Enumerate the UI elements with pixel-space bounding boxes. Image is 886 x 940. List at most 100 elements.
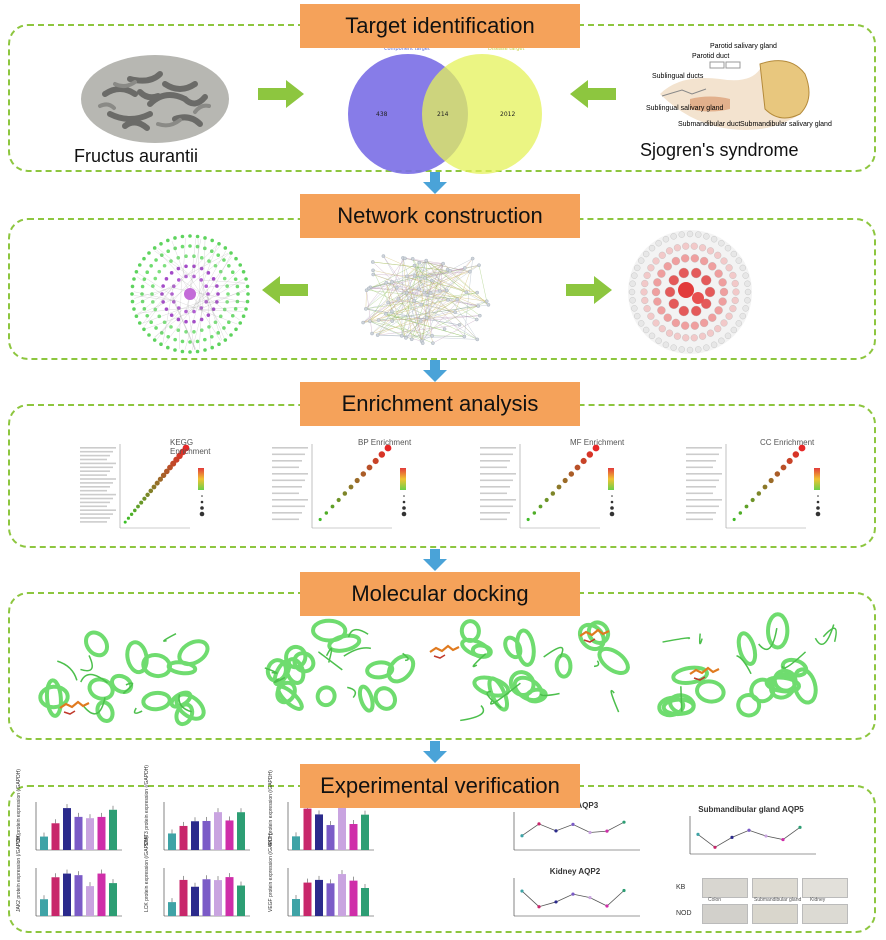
helix-ribbon <box>95 700 115 723</box>
term-label-placeholder <box>480 479 513 482</box>
network-node <box>695 346 702 353</box>
size-legend-dot <box>402 506 406 510</box>
enrichment-dot <box>154 480 160 486</box>
term-label-placeholder <box>80 513 113 515</box>
network-node <box>154 258 158 262</box>
network-node <box>151 284 155 288</box>
network-node <box>430 278 434 283</box>
term-label-placeholder <box>80 454 110 457</box>
network-node <box>670 344 677 351</box>
network-node <box>668 275 679 286</box>
network-edge <box>137 273 173 296</box>
y-axis-label: LCK protein expression (/GAPDH) <box>144 836 150 912</box>
loop-strand <box>83 697 106 715</box>
protein-bar-chart: VEGF protein expression (/GAPDH) <box>268 832 374 917</box>
term-label-placeholder <box>480 499 516 501</box>
network-node <box>157 269 162 274</box>
enrichment-dot <box>762 484 768 490</box>
line-chart-title: Kidney AQP2 <box>550 867 601 876</box>
bar <box>74 875 83 916</box>
network-node <box>448 269 452 273</box>
network-node <box>477 263 481 267</box>
network-node <box>405 274 409 279</box>
network-node <box>710 341 718 348</box>
network-node <box>192 309 196 314</box>
network-edge <box>136 276 175 303</box>
enrichment-dot <box>780 464 787 471</box>
bar <box>315 814 323 850</box>
salivary-gland-anatomy-image: Parotid salivary gland Parotid duct Subl… <box>646 43 832 130</box>
network-node <box>364 307 368 311</box>
ligand-molecule <box>693 676 706 681</box>
color-legend <box>608 468 614 490</box>
network-edge <box>156 249 183 278</box>
network-edge <box>369 315 480 322</box>
network-edge <box>363 299 449 323</box>
network-node <box>652 257 660 265</box>
network-node <box>216 331 221 335</box>
network-node <box>180 349 185 354</box>
network-node <box>195 349 200 354</box>
network-node <box>744 288 752 296</box>
color-legend <box>198 468 204 490</box>
network-node <box>475 290 479 295</box>
network-edge <box>392 260 427 322</box>
network-node <box>641 279 649 288</box>
y-axis-label: AKT protein expression (/GAPDH) <box>268 770 274 846</box>
enrichment-dot <box>538 504 543 509</box>
histology-image <box>752 904 798 924</box>
network-node <box>195 234 200 239</box>
histology-col-label: Kidney <box>810 897 826 903</box>
network-node <box>147 251 151 255</box>
enrichment-dot <box>556 484 562 490</box>
helix-ribbon <box>459 619 481 643</box>
network-edge <box>369 298 399 322</box>
network-node <box>170 292 174 296</box>
protein-bar-chart: AKT protein expression (/GAPDH) <box>268 770 374 851</box>
network-node <box>638 257 645 264</box>
data-point <box>554 900 558 904</box>
network-node <box>164 277 169 281</box>
enrichment-dot <box>126 516 130 520</box>
bar <box>237 812 245 850</box>
anatomy-label: Sublingual ducts <box>652 73 704 80</box>
loop-strand <box>122 682 134 694</box>
network-node <box>729 305 737 313</box>
network-edge <box>202 240 206 307</box>
network-node <box>159 241 163 246</box>
bar <box>179 825 188 850</box>
helix-ribbon <box>125 640 149 675</box>
network-edge <box>385 313 421 322</box>
network-node <box>246 292 250 296</box>
term-label-placeholder <box>80 493 116 496</box>
anatomy-label: Parotid salivary gland <box>710 43 777 50</box>
network-edge <box>419 267 465 290</box>
network-edge <box>171 294 196 350</box>
data-point <box>622 820 626 824</box>
network-node <box>188 244 192 248</box>
helix-ribbon <box>141 690 172 712</box>
network-node <box>658 325 666 333</box>
size-legend-dot <box>402 500 406 504</box>
down-arrow-icon <box>423 172 447 194</box>
data-point <box>764 834 768 838</box>
network-edge <box>144 283 176 327</box>
network-edge <box>157 248 192 277</box>
network-edge <box>386 282 478 340</box>
network-node <box>238 321 243 325</box>
network-node <box>725 264 733 272</box>
network-edge <box>420 315 480 322</box>
helix-ribbon <box>327 633 362 653</box>
network-node <box>169 259 173 263</box>
network-node <box>719 287 729 297</box>
network-edge <box>188 278 244 313</box>
data-point <box>537 822 541 826</box>
network-node <box>638 320 645 327</box>
network-node <box>142 277 147 281</box>
network-node <box>662 341 670 348</box>
enrichment-dot <box>798 444 806 452</box>
loop-strand <box>610 689 620 713</box>
stage-molecular-docking: Molecular docking <box>300 572 580 616</box>
network-node <box>420 341 425 345</box>
network-node <box>176 317 181 322</box>
